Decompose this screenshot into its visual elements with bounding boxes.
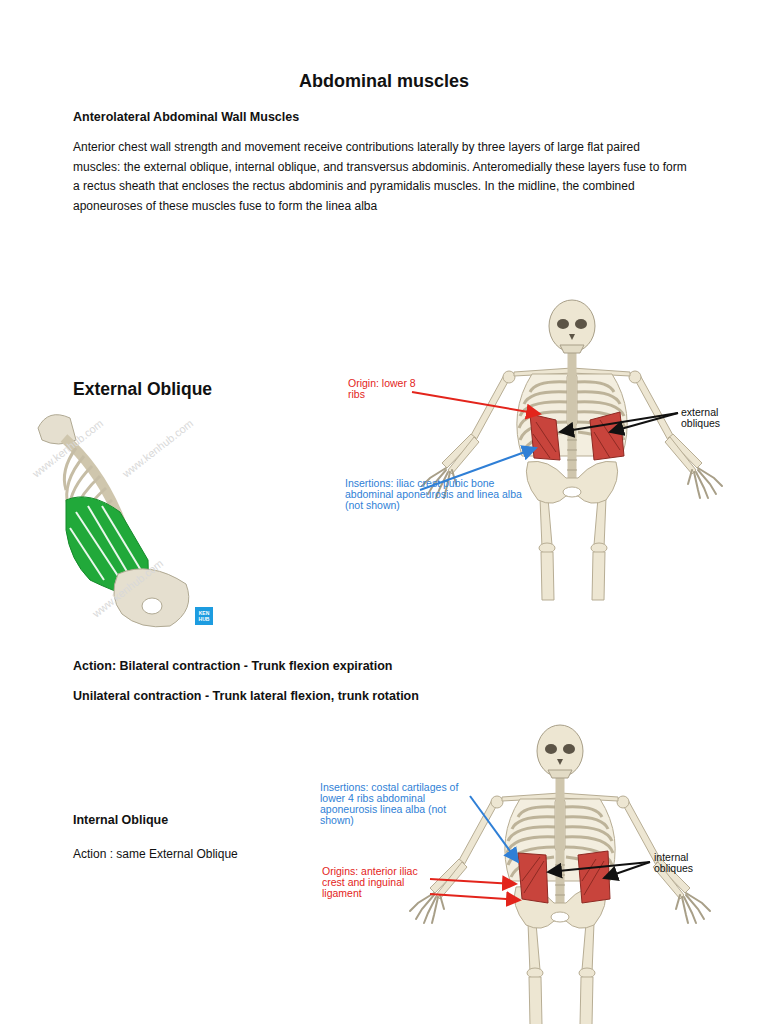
origin-callout: Origins: anterior iliac crest and inguin… — [322, 866, 440, 899]
muscle-heading: Internal Oblique — [73, 813, 323, 827]
logo-text: KEN HUB — [195, 610, 213, 622]
leader-lines — [412, 392, 678, 900]
insertion-callout: Insertions: iliac crest pubic bone abdom… — [345, 478, 523, 511]
action-text: Action: Bilateral contraction - Trunk fl… — [73, 659, 693, 673]
action-text: Unilateral contraction - Trunk lateral f… — [73, 689, 693, 703]
body-paragraph: Anterior chest wall strength and movemen… — [73, 138, 688, 216]
page-title: Abdominal muscles — [0, 71, 768, 92]
logo-box — [195, 607, 213, 625]
muscle-callout: external obliques — [681, 407, 743, 429]
insertion-callout: Insertions: costal cartilages of lower 4… — [320, 782, 475, 826]
action-text: Action : same External Oblique — [73, 845, 323, 865]
muscle-callout: internal obliques — [654, 852, 716, 874]
origin-callout: Origin: lower 8 ribs — [348, 378, 416, 400]
muscle-heading: External Oblique — [73, 379, 323, 400]
skeleton-illustration — [422, 300, 722, 600]
section-heading: Anterolateral Abdominal Wall Muscles — [73, 110, 693, 124]
skeleton-illustration — [410, 725, 710, 1024]
watermark: www.kenhub.com — [120, 417, 195, 480]
